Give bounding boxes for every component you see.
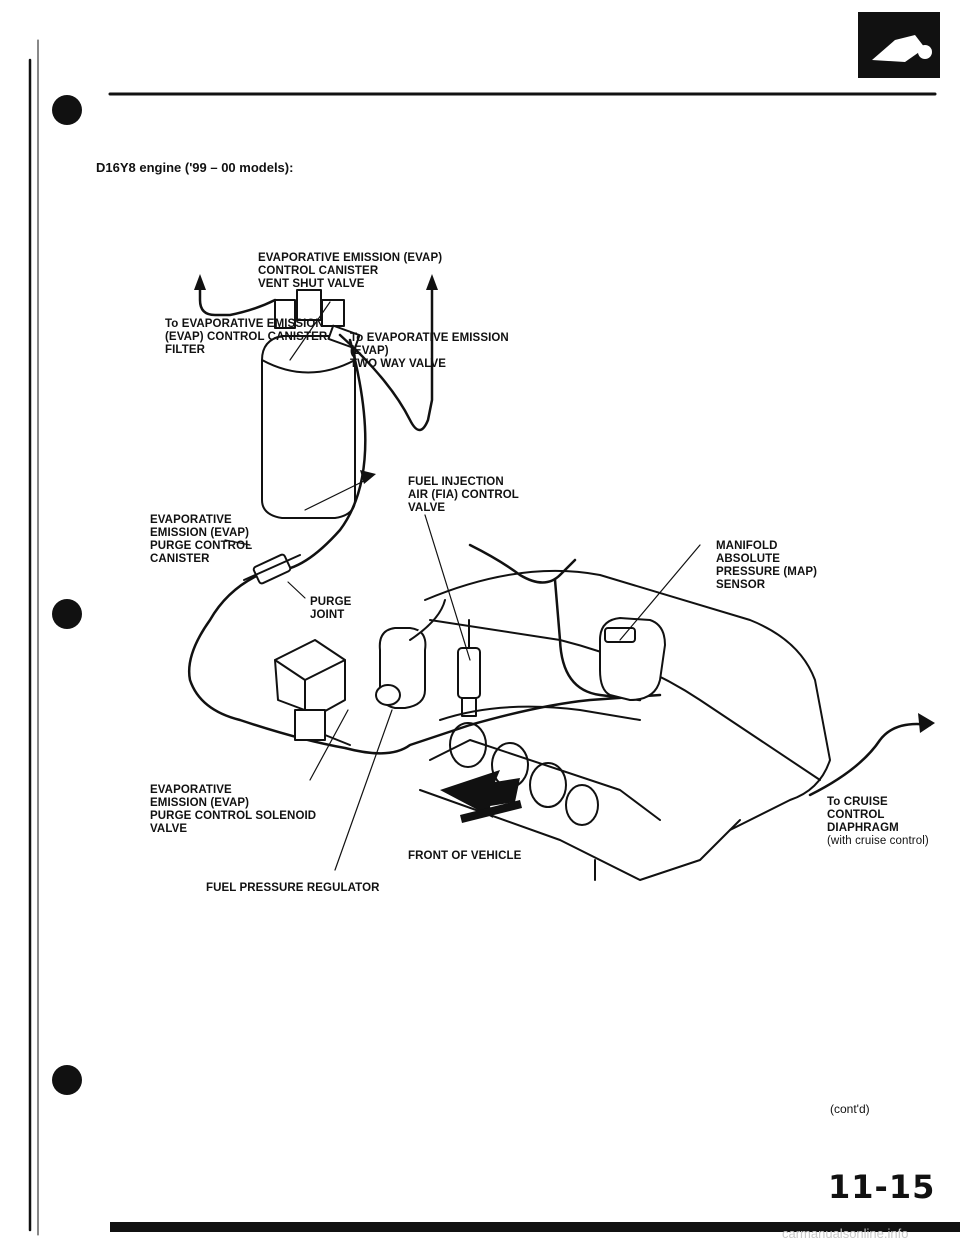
label-front-of-vehicle: FRONT OF VEHICLE xyxy=(408,850,522,862)
label-purge-joint: PURGE JOINT xyxy=(310,596,352,621)
page-heading: D16Y8 engine ('99 – 00 models): xyxy=(96,160,294,175)
fuel-system-logo-icon xyxy=(858,12,940,78)
intake-manifold xyxy=(419,569,831,881)
label-fuel-pressure-regulator: FUEL PRESSURE REGULATOR xyxy=(206,882,380,894)
arrow-canister-leader xyxy=(360,470,376,484)
label-purge-solenoid: EVAPORATIVE EMISSION (EVAP) PURGE CONTRO… xyxy=(150,784,317,835)
arrow-right-cruise xyxy=(918,713,935,733)
arrow-up-filter xyxy=(194,274,206,290)
front-arrow-icon xyxy=(440,770,522,823)
label-cruise-diaphragm: To CRUISE CONTROL DIAPHRAGM (with cruise… xyxy=(827,796,929,847)
fuel-pressure-regulator-shape xyxy=(375,599,446,709)
purge-solenoid-shape xyxy=(274,639,351,746)
arrow-up-two-way xyxy=(426,274,438,290)
label-two-way-valve: To EVAPORATIVE EMISSION (EVAP) TWO WAY V… xyxy=(350,332,509,370)
label-map-sensor: MANIFOLD ABSOLUTE PRESSURE (MAP) SENSOR xyxy=(716,540,818,591)
leader-lines xyxy=(224,301,701,871)
label-fia-valve: FUEL INJECTION AIR (FIA) CONTROL VALVE xyxy=(408,476,519,514)
flow-arrows xyxy=(194,274,935,733)
page-number: 11-15 xyxy=(828,1168,936,1206)
evap-hoses xyxy=(188,280,662,755)
fia-valve-shape xyxy=(457,619,481,717)
label-canister-filter: To EVAPORATIVE EMISSION (EVAP) CONTROL C… xyxy=(165,318,328,356)
label-purge-canister: EVAPORATIVE EMISSION (EVAP) PURGE CONTRO… xyxy=(150,514,253,565)
bottom-bar xyxy=(110,1222,960,1232)
watermark: carmanualsonline.info xyxy=(782,1226,909,1241)
margin-dots xyxy=(52,95,82,1095)
cruise-hose xyxy=(808,722,932,797)
label-vent-shut-valve: EVAPORATIVE EMISSION (EVAP) CONTROL CANI… xyxy=(258,252,443,290)
map-sensor-shape xyxy=(599,617,666,701)
continued-note: (cont'd) xyxy=(830,1102,870,1116)
purge-joint-shape xyxy=(243,553,301,585)
